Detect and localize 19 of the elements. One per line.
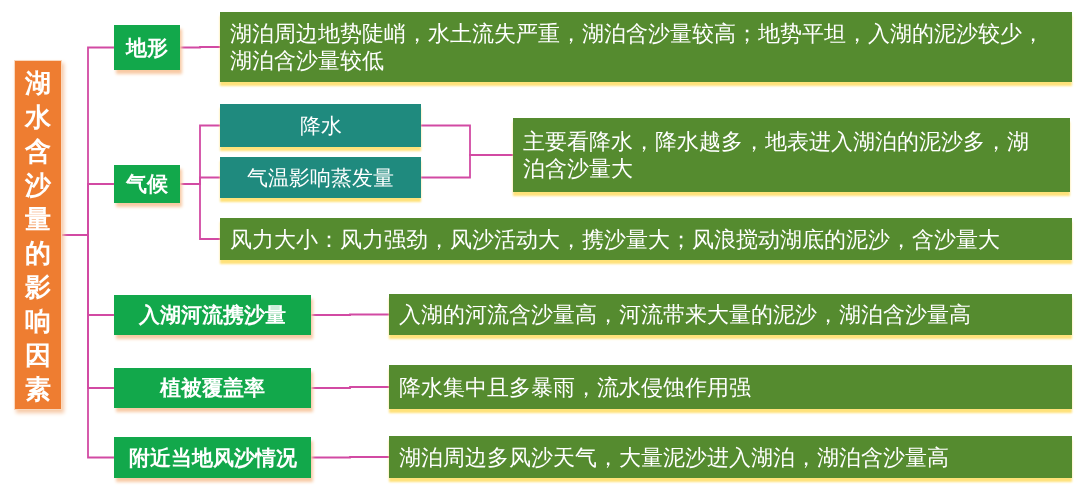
factor-box: 植被覆盖率	[114, 368, 311, 408]
explanation-box: 风力大小：风力强劲，风沙活动大，携沙量大；风浪搅动湖底的泥沙，含沙量大	[220, 218, 1072, 260]
connector-line	[179, 46, 221, 49]
sub-factor-box: 气温影响蒸发量	[220, 157, 421, 198]
factor-box: 入湖河流携沙量	[114, 295, 311, 335]
connector-line	[310, 456, 390, 459]
connector-line	[420, 154, 514, 179]
explanation-box: 湖泊周边地势陡峭，水土流失严重，湖泊含沙量较高；地势平坦，入湖的泥沙较少，湖泊含沙量较低	[220, 12, 1072, 82]
factor-box: 地形	[114, 25, 180, 70]
topic-box: 湖水含沙量的影响因素	[14, 60, 62, 410]
explanation-box: 入湖的河流含沙量高，河流带来大量的泥沙，湖泊含沙量高	[389, 294, 1072, 335]
explanation-box: 主要看降水，降水越多，地表进入湖泊的泥沙多，湖泊含沙量大	[513, 118, 1070, 192]
explanation-box: 湖泊周边多风沙天气，大量泥沙进入湖泊，湖泊含沙量高	[389, 436, 1072, 478]
factor-box: 附近当地风沙情况	[114, 437, 311, 478]
connector-line	[310, 386, 390, 389]
connector-line	[310, 313, 390, 316]
factor-box: 气候	[114, 165, 180, 203]
sub-factor-box: 降水	[220, 104, 421, 147]
explanation-box: 降水集中且多暴雨，流水侵蚀作用强	[389, 365, 1072, 409]
